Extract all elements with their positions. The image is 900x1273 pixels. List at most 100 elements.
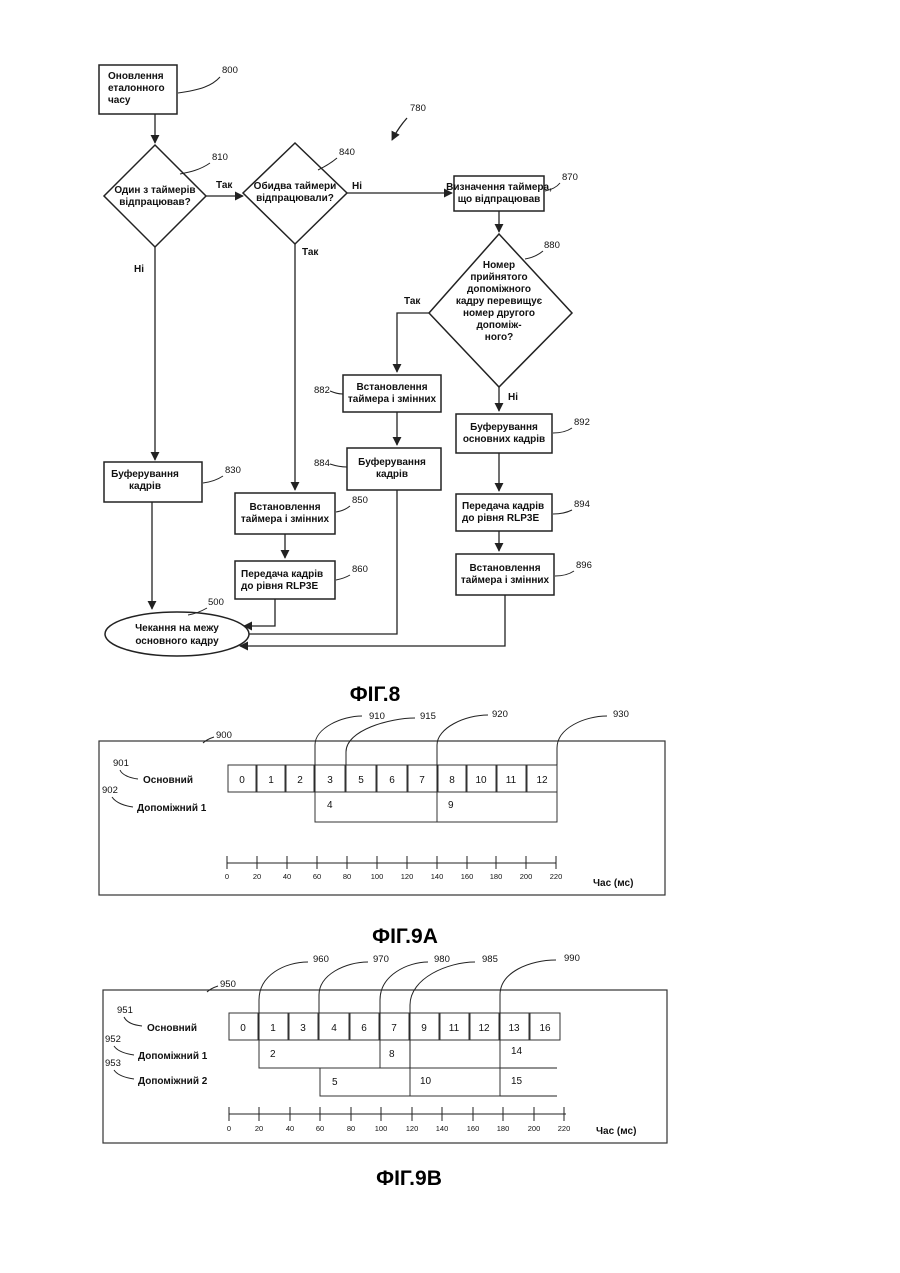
fig9b-row1-label: Основний [147, 1023, 197, 1034]
tick-label: 220 [550, 872, 563, 881]
fig9b-ticks: 0 20 40 60 80 100 120 140 160 180 200 22… [227, 1107, 570, 1133]
marker-ref: 985 [482, 954, 498, 965]
node-882-set-timer-and-variables: Встановленнятаймера і змінних 882 [314, 375, 441, 412]
text-line: відпрацював? [119, 197, 191, 208]
text-line: до рівня RLP3E [241, 581, 318, 592]
node-880-ref: 880 [544, 240, 560, 251]
ref-leader [318, 158, 337, 170]
node-896-set-timer-and-variables: Встановленнятаймера і змінних 896 [456, 554, 592, 595]
aux1-cell: 14 [511, 1046, 523, 1057]
ref-leader [336, 506, 350, 512]
node-896-ref: 896 [576, 560, 592, 571]
main-cell: 10 [475, 775, 487, 786]
node-830-buffer-frames: Буферуваннякадрів 830 [104, 462, 241, 502]
text-line: до рівня RLP3E [462, 513, 539, 524]
node-860-transfer-frames-rlp3e: Передача кадрівдо рівня RLP3E 860 [235, 561, 368, 599]
ref-leader [120, 770, 138, 779]
ref-leader [114, 1046, 134, 1055]
main-cell: 2 [297, 775, 303, 786]
node-850-text: Встановленнятаймера і змінних [241, 502, 330, 525]
text-line: часу [108, 95, 131, 106]
marker-ref: 960 [313, 954, 329, 965]
node-884-ref: 884 [314, 458, 330, 469]
tick-label: 200 [520, 872, 533, 881]
ref-leader [330, 391, 343, 394]
main-cell: 11 [449, 1023, 460, 1034]
aux-cell: 9 [448, 800, 454, 811]
node-500-ref: 500 [208, 597, 224, 608]
text-line: кадрів [376, 469, 408, 480]
main-cell: 16 [539, 1023, 551, 1034]
tick-label: 20 [253, 872, 261, 881]
aux1-cell: 2 [270, 1049, 276, 1060]
text-line: прийнятого [470, 272, 527, 283]
label-no-880: Ні [508, 392, 518, 403]
main-cell: 6 [389, 775, 395, 786]
node-870-ref: 870 [562, 172, 578, 183]
main-cell: 7 [419, 775, 425, 786]
text-line: ного? [485, 332, 513, 343]
marker-ref: 915 [420, 711, 436, 722]
node-840-decision-both-timers-expired: Обидва таймеривідпрацювали? 840 [243, 143, 355, 244]
ref-leader [203, 476, 223, 483]
fig9a-row1-label: Основний [143, 775, 193, 786]
text-line: еталонного [108, 83, 165, 94]
fig9b-main-row: 0 1 3 4 6 7 9 11 12 13 16 [229, 1013, 560, 1040]
text-line: Визначення таймера, [446, 182, 552, 193]
fig8-flowchart: 780 Оновленняеталонногочасу 800 Один з т… [99, 65, 592, 706]
marker-ref: 980 [434, 954, 450, 965]
label-no-840: Ні [352, 181, 362, 192]
tick-label: 80 [343, 872, 351, 881]
node-850-ref: 850 [352, 495, 368, 506]
tick-label: 180 [497, 1124, 510, 1133]
arrow-896-500 [240, 595, 505, 646]
ref-leader [330, 464, 347, 467]
text-line: Буферування [111, 468, 179, 480]
fig9b-row2-ref: 952 [105, 1034, 121, 1045]
aux2-cell: 15 [511, 1076, 523, 1087]
node-896-text: Встановленнятаймера і змінних [461, 563, 550, 586]
fig9b-time-axis: 0 20 40 60 80 100 120 140 160 180 200 22… [227, 1107, 637, 1137]
main-cell: 6 [361, 1023, 367, 1034]
tick-label: 220 [558, 1124, 571, 1133]
fig9a-row2-ref: 902 [102, 785, 118, 796]
fig9b-row3-label: Допоміжний 2 [138, 1076, 208, 1087]
ref-leader [207, 986, 218, 992]
fig9a-ticks: 0 20 40 60 80 100 120 140 160 180 200 22… [225, 856, 562, 881]
ref-leader [336, 575, 350, 580]
fig9a-axis-label: Час (мс) [593, 878, 633, 889]
tick-label: 140 [436, 1124, 449, 1133]
fig9a-aux1-row: 4 9 [315, 792, 557, 822]
main-cell: 7 [391, 1023, 397, 1034]
main-cell: 3 [327, 775, 333, 786]
node-870-text: Визначення таймера,що відпрацював [446, 182, 552, 205]
text-line: Передача кадрів [462, 501, 544, 512]
tick-label: 80 [347, 1124, 355, 1133]
tick-label: 120 [401, 872, 414, 881]
main-cell: 13 [508, 1023, 520, 1034]
main-cell: 11 [506, 775, 517, 786]
text-line: допоміжного [467, 284, 531, 295]
marker-ref: 920 [492, 709, 508, 720]
tick-label: 100 [371, 872, 384, 881]
node-894-transfer-frames-rlp3e: Передача кадрівдо рівня RLP3E 894 [456, 494, 590, 531]
node-860-ref: 860 [352, 564, 368, 575]
tick-label: 140 [431, 872, 444, 881]
fig9b-aux1-row: 2 8 14 [259, 1040, 557, 1068]
tick-label: 200 [528, 1124, 541, 1133]
ref-780: 780 [410, 103, 426, 114]
fig9a-row2-label: Допоміжний 1 [137, 803, 207, 814]
arrow-860-500 [244, 599, 275, 626]
tick-label: 100 [375, 1124, 388, 1133]
main-cell: 0 [239, 775, 245, 786]
ref-leader [525, 251, 543, 259]
text-line: Чекання на межу [135, 623, 219, 634]
fig9a-time-axis: 0 20 40 60 80 100 120 140 160 180 200 22… [225, 856, 634, 889]
ref-leader [124, 1017, 142, 1026]
aux1-cell: 8 [389, 1049, 395, 1060]
ref-leader [203, 737, 214, 743]
ref-leader [178, 77, 220, 93]
node-500-wait-main-frame-boundary: Чекання на межуосновного кадру 500 [105, 597, 249, 656]
aux-cell: 4 [327, 800, 333, 811]
